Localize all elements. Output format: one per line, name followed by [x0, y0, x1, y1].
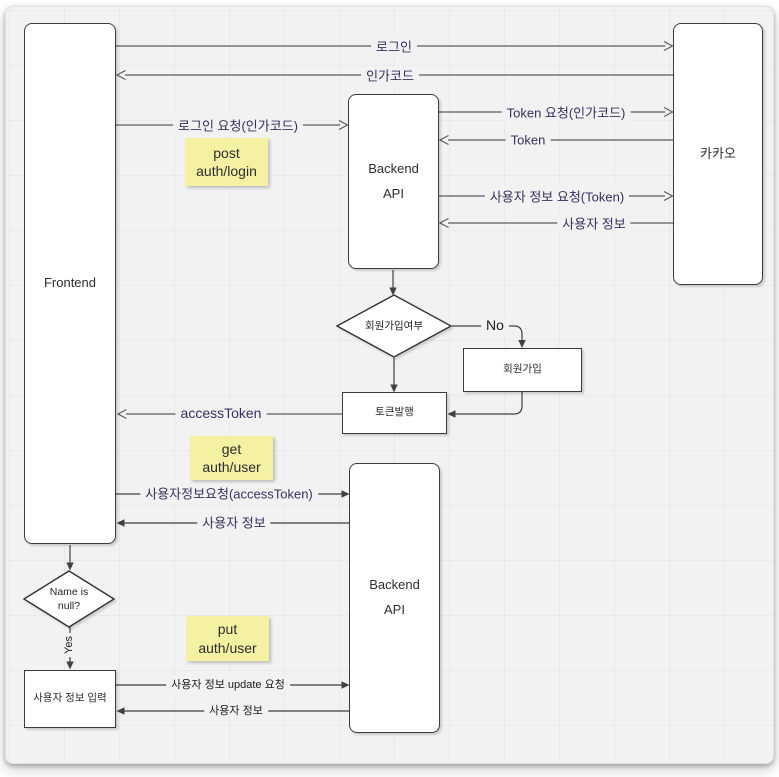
- edge-label-no[interactable]: No: [481, 317, 509, 333]
- edge-no-branch[interactable]: [452, 325, 526, 348]
- note-get-auth-user-line2: auth/user: [202, 459, 261, 475]
- edge-label-login[interactable]: 로그인: [371, 36, 417, 56]
- node-signup-box[interactable]: 회원가입: [463, 348, 582, 392]
- edge-label-token-request[interactable]: Token 요청(인가코드): [501, 102, 631, 122]
- node-backend-api-bottom[interactable]: Backend API: [349, 463, 440, 733]
- edge-token[interactable]: [438, 134, 673, 146]
- node-kakao-label: 카카오: [700, 145, 736, 161]
- edge-label-user-info-update-request[interactable]: 사용자 정보 update 요청: [166, 676, 290, 692]
- node-backend-api-bottom-label-line1: Backend: [369, 577, 420, 593]
- node-backend-api-top[interactable]: Backend API: [348, 94, 439, 269]
- note-put-auth-user-line1: put: [217, 621, 238, 638]
- edge-yes-to-token-issue[interactable]: [390, 358, 398, 393]
- node-frontend[interactable]: Frontend: [24, 23, 116, 544]
- diamond-signup-check-label: 회원가입여부: [365, 319, 423, 332]
- edge-signup-to-token-issue[interactable]: [447, 392, 523, 418]
- node-kakao[interactable]: 카카오: [673, 23, 763, 285]
- node-signup-box-label: 회원가입: [503, 363, 542, 376]
- note-get-auth-user-line1: get: [221, 440, 242, 457]
- edge-label-token[interactable]: Token: [505, 132, 551, 148]
- note-put-auth-user[interactable]: put auth/user: [186, 616, 269, 661]
- node-frontend-label: Frontend: [43, 275, 97, 291]
- edge-label-yes[interactable]: Yes: [63, 633, 75, 657]
- note-post-auth-login-line1: post: [213, 144, 240, 161]
- edge-label-login-request[interactable]: 로그인 요청(인가코드): [173, 115, 303, 135]
- note-get-auth-user[interactable]: get auth/user: [190, 436, 273, 480]
- edge-label-auth-code[interactable]: 인가코드: [361, 65, 419, 85]
- edge-label-user-info-from-kakao[interactable]: 사용자 정보: [557, 213, 631, 233]
- node-user-info-input-box[interactable]: 사용자 정보 입력: [24, 670, 116, 728]
- node-backend-api-bottom-label-line2: API: [384, 602, 405, 617]
- edge-label-user-info-request-access-token[interactable]: 사용자정보요청(accessToken): [140, 483, 318, 503]
- edge-label-access-token[interactable]: accessToken: [175, 405, 267, 421]
- diamond-name-null[interactable]: [22, 570, 116, 628]
- note-put-auth-user-line2: auth/user: [198, 639, 257, 656]
- edge-label-user-info-to-input-box[interactable]: 사용자 정보: [204, 702, 268, 718]
- edge-label-user-info-request-token[interactable]: 사용자 정보 요청(Token): [484, 186, 630, 206]
- node-token-issue-box[interactable]: 토큰발행: [342, 392, 447, 434]
- edge-frontend-to-name-check[interactable]: [66, 545, 74, 571]
- edge-label-user-info-to-frontend[interactable]: 사용자 정보: [197, 512, 271, 532]
- diamond-name-null-label: Name is null?: [49, 585, 89, 612]
- diamond-signup-check[interactable]: [335, 294, 453, 358]
- node-backend-api-top-label-line1: Backend: [368, 160, 419, 176]
- note-post-auth-login-line2: auth/login: [196, 163, 257, 179]
- node-token-issue-box-label: 토큰발행: [375, 406, 414, 419]
- node-user-info-input-box-label: 사용자 정보 입력: [33, 692, 107, 705]
- edge-backend-to-signup-check[interactable]: [389, 270, 397, 296]
- node-backend-api-top-label-line2: API: [383, 185, 404, 201]
- note-post-auth-login[interactable]: post auth/login: [185, 138, 268, 186]
